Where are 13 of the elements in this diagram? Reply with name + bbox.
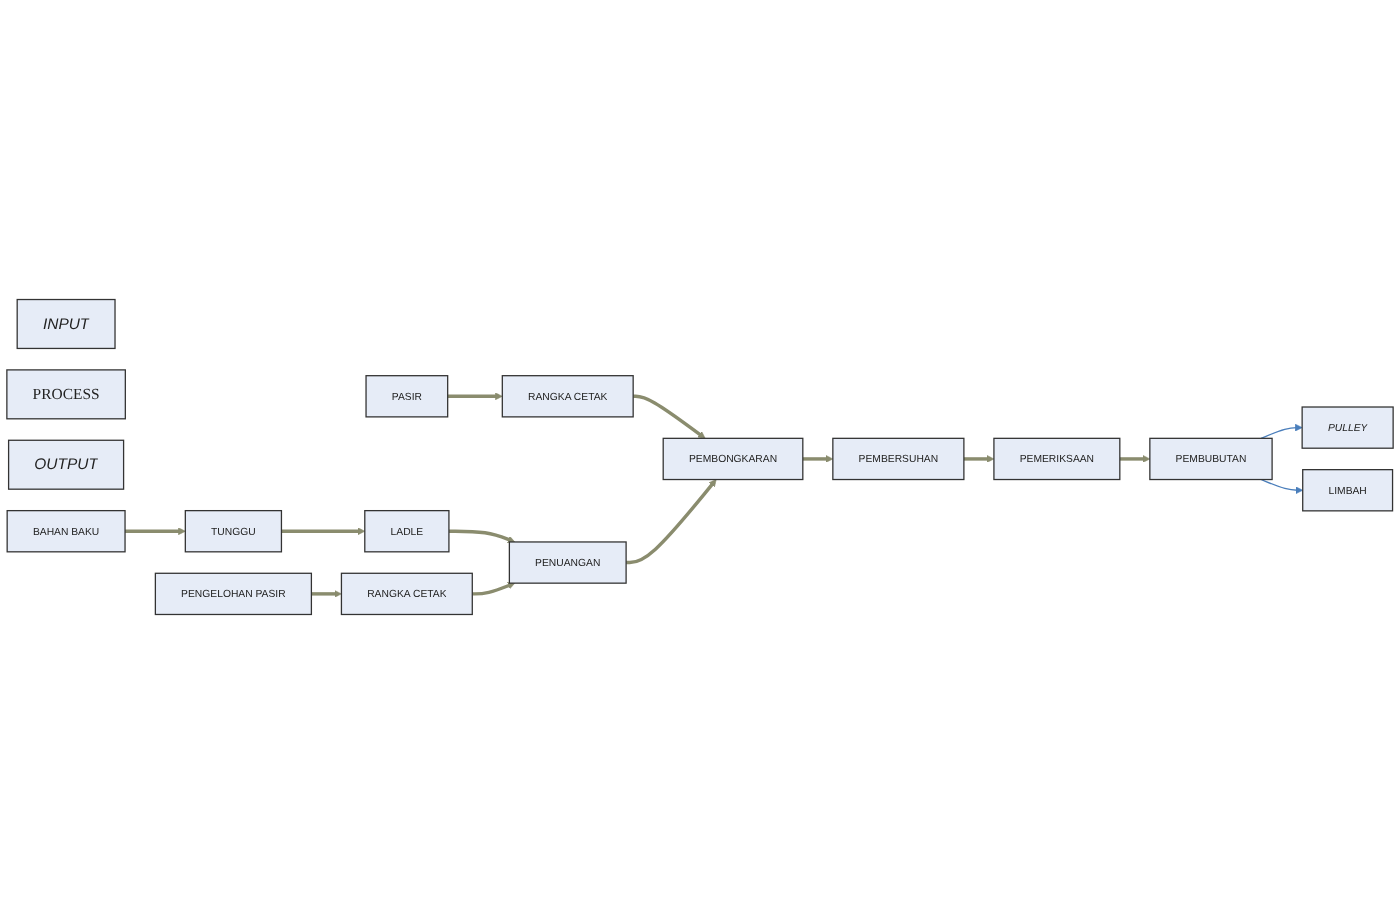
arrow <box>281 527 366 535</box>
arrow <box>963 455 995 463</box>
arrow <box>448 529 516 543</box>
arrow <box>802 455 834 463</box>
arrow <box>447 392 503 401</box>
arrow <box>1119 455 1151 463</box>
arrow <box>311 590 342 598</box>
arrow <box>472 582 516 596</box>
arrow <box>1260 478 1304 495</box>
arrow <box>626 479 717 565</box>
arrow <box>125 527 186 535</box>
arrow <box>1260 423 1303 439</box>
arrow <box>633 394 706 439</box>
